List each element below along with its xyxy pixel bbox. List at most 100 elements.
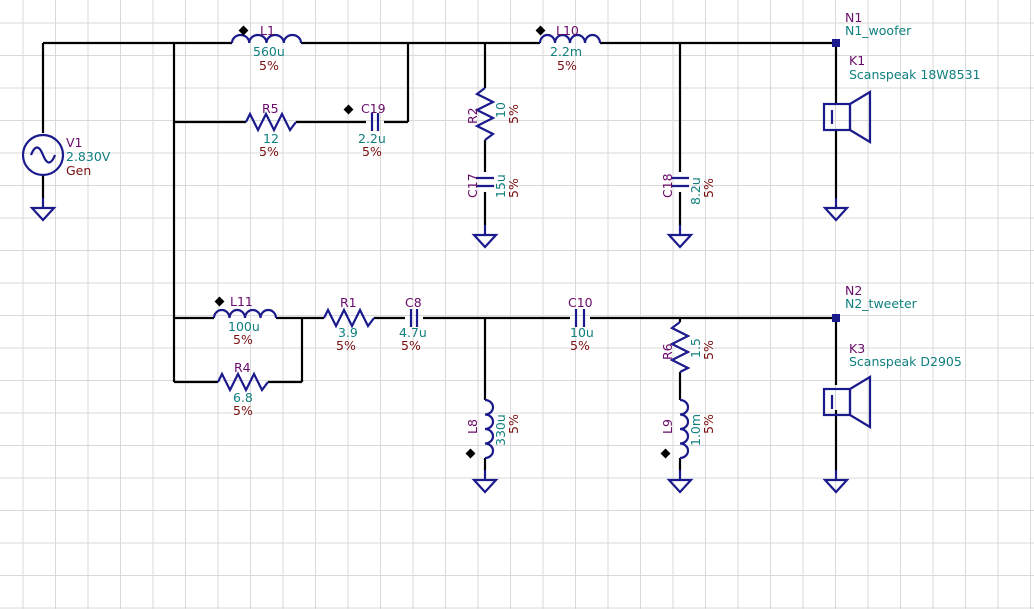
sine-source-icon [21,133,65,177]
resistor-zigzag-icon [245,111,297,133]
speaker-k1[interactable]: K1 Scanspeak 18W8531 [822,53,980,144]
v1-name: V1 [66,135,83,150]
resistor-r1[interactable]: R1 3.9 5% [323,295,375,353]
k1-model: Scanspeak 18W8531 [849,67,980,82]
node-n2[interactable]: N2 N2_tweeter [832,283,918,322]
r5-name: R5 [262,101,279,116]
resistor-zigzag-icon [323,307,375,329]
r1-value: 3.9 [338,325,358,340]
l11-value: 100u [228,319,260,334]
l10-value: 2.2m [550,44,582,59]
node-marker-icon [832,314,840,322]
c19-name: C19 [361,101,386,116]
inductor-l1[interactable]: L1 560u 5% [230,23,303,73]
l11-tol: 5% [233,332,253,347]
ground-icon [667,468,693,494]
c17-tol: 5% [506,178,521,198]
l9-name: L9 [660,419,675,434]
n2-label: N2_tweeter [845,296,918,311]
resistor-r4[interactable]: R4 6.8 5% [217,360,269,418]
ground-icon [823,196,849,222]
inductor-l8[interactable]: L8 330u 5% [465,398,521,460]
c10-value: 10u [570,325,594,340]
voltage-source-v1[interactable]: V1 2.830V Gen [21,133,111,178]
capacitor-c8[interactable]: C8 4.7u 5% [399,295,427,353]
l8-tol: 5% [506,414,521,434]
inductor-coil-icon [212,308,278,319]
speaker-k3[interactable]: K3 Scanspeak D2905 [822,341,962,429]
l8-name: L8 [465,419,480,434]
r4-value: 6.8 [233,390,253,405]
k3-model: Scanspeak D2905 [849,354,962,369]
c10-tol: 5% [570,338,590,353]
r6-tol: 5% [701,340,716,360]
l11-name: L11 [230,294,253,309]
r6-name: R6 [660,343,675,360]
c18-tol: 5% [701,178,716,198]
ground-icon [472,468,498,494]
resistor-r2[interactable]: R2 10 5% [465,87,521,141]
r4-name: R4 [234,360,251,375]
c18-value: 8.2u [688,177,703,205]
l1-name: L1 [260,23,275,38]
r5-value: 12 [263,131,279,146]
capacitor-c17[interactable]: C17 15u 5% [465,173,521,198]
speaker-icon [822,102,852,132]
inductor-l11[interactable]: L11 100u 5% [212,294,278,347]
inductor-coil-icon [679,398,690,460]
resistor-r5[interactable]: R5 12 5% [245,101,297,159]
inductor-l10[interactable]: L10 2.2m 5% [535,23,602,73]
capacitor-c19[interactable]: C19 2.2u 5% [343,101,386,159]
c8-name: C8 [405,295,422,310]
node-n1[interactable]: N1 N1_woofer [832,10,912,47]
v1-extra: Gen [66,163,91,178]
v1-value: 2.830V [66,149,111,164]
c8-tol: 5% [401,338,421,353]
polarity-dot-icon [465,448,476,459]
inductor-coil-icon [538,33,602,44]
k3-name: K3 [849,341,865,356]
resistor-r6[interactable]: R6 1.5 5% [660,321,716,373]
c19-value: 2.2u [358,131,386,146]
n1-id: N1 [845,10,862,25]
r5-tol: 5% [259,144,279,159]
k1-name: K1 [849,53,865,68]
capacitor-c18[interactable]: C18 8.2u 5% [660,173,716,205]
l1-tol: 5% [259,58,279,73]
polarity-dot-icon [660,448,671,459]
r2-value: 10 [493,102,508,118]
l10-tol: 5% [557,58,577,73]
c18-name: C18 [660,173,675,198]
inductor-l9[interactable]: L9 1.0m 5% [660,398,716,460]
node-marker-icon [832,39,840,47]
n2-id: N2 [845,283,862,298]
c17-name: C17 [465,173,480,198]
ground-icon [823,468,849,494]
l9-value: 1.0m [688,414,703,446]
inductor-coil-icon [484,398,495,460]
polarity-dot-icon [238,25,249,36]
r1-tol: 5% [336,338,356,353]
c8-value: 4.7u [399,325,427,340]
r1-name: R1 [340,295,357,310]
polarity-dot-icon [343,104,354,115]
c17-value: 15u [493,174,508,198]
l10-name: L10 [556,23,579,38]
wires [41,41,838,470]
ground-icon [30,196,56,222]
c10-name: C10 [568,295,593,310]
resistor-zigzag-icon [669,321,691,373]
l8-value: 330u [493,414,508,446]
ground-icon [667,223,693,249]
c19-tol: 5% [362,144,382,159]
ground-icon [472,223,498,249]
inductor-coil-icon [230,33,303,44]
r2-name: R2 [465,107,480,124]
r6-value: 1.5 [688,338,703,358]
n1-label: N1_woofer [845,23,912,38]
polarity-dot-icon [535,25,546,36]
capacitor-c10[interactable]: C10 10u 5% [568,295,594,353]
sine-wave-icon [29,146,57,164]
